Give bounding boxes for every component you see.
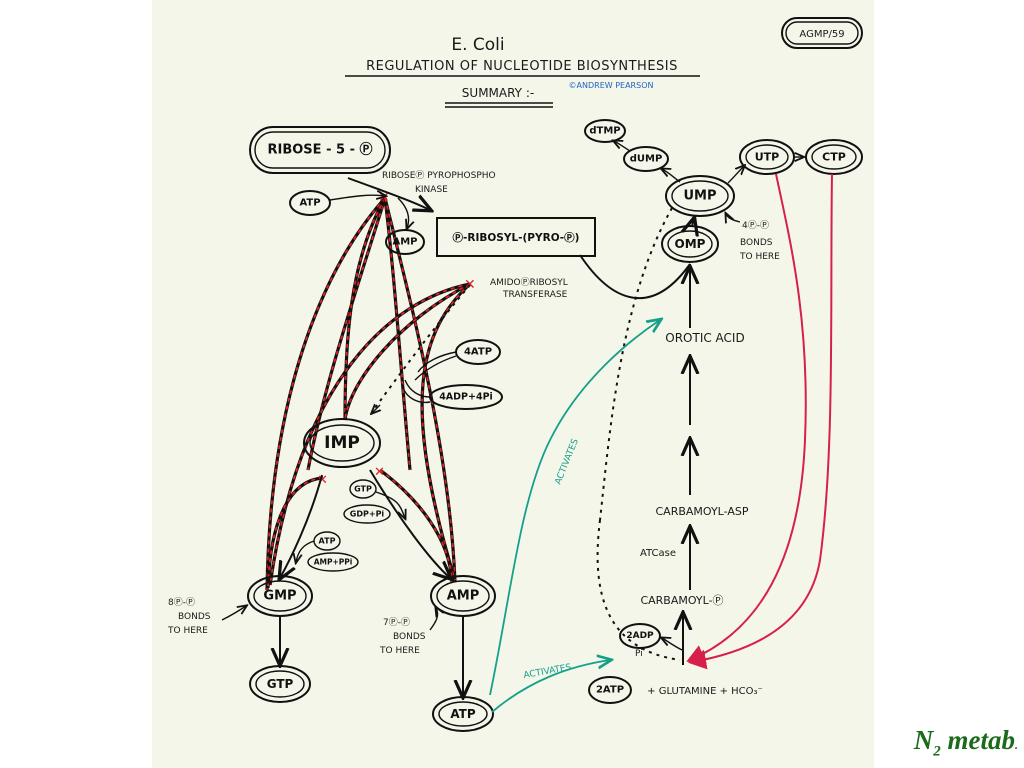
substrates-label: + GLUTAMINE + HCO₃⁻ bbox=[647, 686, 763, 697]
adp4-label: 4ADP+4Pi bbox=[439, 392, 493, 403]
atcase-label: ATCase bbox=[640, 548, 676, 559]
gmp-label: GMP bbox=[263, 589, 296, 604]
amp-label: AMP bbox=[447, 589, 480, 604]
caption-sub: 2 bbox=[933, 743, 941, 759]
page-subtitle: SUMMARY :- bbox=[462, 86, 534, 100]
omp-bonds-line1: 4Ⓟ-Ⓟ bbox=[742, 220, 769, 231]
dump-node bbox=[623, 146, 669, 172]
gmp-node bbox=[247, 575, 313, 617]
ref-code-box bbox=[781, 17, 863, 49]
prpp-node bbox=[436, 217, 596, 257]
omp-bonds-line3: TO HERE bbox=[739, 252, 780, 262]
gtp-small-label: GTP bbox=[354, 485, 372, 494]
atp-top-label: ATP bbox=[299, 198, 320, 209]
enzyme1-label-line2: KINASE bbox=[415, 185, 448, 195]
imp-node bbox=[303, 418, 381, 468]
dump-label: dUMP bbox=[630, 154, 663, 165]
svg-text:✕: ✕ bbox=[374, 465, 385, 480]
svg-text:✕: ✕ bbox=[317, 473, 328, 488]
atp-label: ATP bbox=[450, 707, 476, 721]
page-title: REGULATION OF NUCLEOTIDE BIOSYNTHESIS bbox=[366, 59, 678, 74]
atp2-label: 2ATP bbox=[596, 685, 624, 696]
carbamoyl-p-label: CARBAMOYL-Ⓟ bbox=[640, 594, 723, 607]
pyrimidine-pathway: dTMP dUMP UMP UTP CTP OMP 4Ⓟ-Ⓟ BONDS TO … bbox=[579, 119, 863, 704]
purine-pathway: RIBOSE - 5 - Ⓟ ATP AMP RIBOSEⓅ PYROPHOSP… bbox=[167, 126, 596, 732]
enzyme1-label-line1: RIBOSEⓅ PYROPHOSPHO bbox=[382, 170, 496, 181]
orotic-label: OROTIC ACID bbox=[665, 331, 744, 345]
organism-label: E. Coli bbox=[451, 35, 504, 55]
gtp-label: GTP bbox=[267, 677, 294, 691]
amp-top-node bbox=[385, 229, 425, 255]
caption-main: N bbox=[913, 724, 934, 755]
amp-small-label: AMP+PPi bbox=[314, 558, 353, 567]
ref-code-label: AGMP/59 bbox=[799, 29, 844, 40]
carbamoyl-asp-label: CARBAMOYL-ASP bbox=[656, 505, 749, 518]
feedback-inhibition-lines: ✕ ✕ ✕ ✕ bbox=[265, 190, 476, 591]
ump-node bbox=[665, 175, 735, 217]
atp-small-label: ATP bbox=[319, 537, 336, 546]
enzyme2-label-line2: TRANSFERASE bbox=[502, 290, 568, 300]
dtmp-label: dTMP bbox=[589, 126, 620, 137]
omp-label: OMP bbox=[675, 237, 706, 251]
ctp-label: CTP bbox=[822, 151, 846, 164]
atp4-label: 4ATP bbox=[464, 347, 492, 358]
ribose5p-label: RIBOSE - 5 - Ⓟ bbox=[268, 142, 373, 158]
gmp-bonds-line1: 8Ⓟ-Ⓟ bbox=[168, 597, 195, 608]
ribose5p-node bbox=[249, 126, 391, 174]
omp-bonds-line2: BONDS bbox=[740, 238, 773, 248]
header: E. Coli REGULATION OF NUCLEOTIDE BIOSYNT… bbox=[345, 17, 863, 108]
utp-label: UTP bbox=[755, 151, 780, 164]
amp-node bbox=[430, 575, 496, 617]
atp2-node bbox=[588, 676, 632, 704]
gmp-bonds-line3: TO HERE bbox=[167, 626, 208, 636]
ump-label: UMP bbox=[683, 189, 716, 204]
ctp-node bbox=[805, 139, 863, 175]
amp-bonds-line2: BONDS bbox=[393, 632, 426, 642]
adp2-node bbox=[619, 623, 661, 649]
amp-bonds-line1: 7Ⓟ-Ⓟ bbox=[383, 617, 410, 628]
enzyme2-label-line1: AMIDOⓅRIBOSYL bbox=[490, 277, 568, 288]
caption-rest: metab bbox=[940, 724, 1016, 755]
prpp-label: Ⓟ-RIBOSYL-(PYRO-Ⓟ) bbox=[453, 231, 580, 244]
gmp-bonds-line2: BONDS bbox=[178, 612, 211, 622]
activates-label-1: ACTIVATES bbox=[554, 437, 581, 486]
credit-label: ©ANDREW PEARSON bbox=[569, 81, 654, 90]
amp-small-node bbox=[307, 552, 359, 572]
pi-label: Pi bbox=[635, 649, 643, 659]
atp-node bbox=[432, 696, 494, 732]
caption-dot: . bbox=[1015, 737, 1018, 752]
gtp-node bbox=[249, 665, 311, 703]
utp-node bbox=[739, 139, 795, 175]
gtp-small-node bbox=[349, 479, 377, 499]
imp-label: IMP bbox=[324, 433, 360, 453]
amp-bonds-line3: TO HERE bbox=[379, 646, 420, 656]
dtmp-node bbox=[584, 119, 626, 143]
amp-top-label: AMP bbox=[392, 237, 417, 248]
gdp-small-node bbox=[343, 504, 391, 524]
atp-top-node bbox=[289, 190, 331, 216]
adp2-label: 2ADP bbox=[626, 631, 654, 641]
slide-caption: N2 metab. bbox=[914, 725, 1018, 760]
gdp-small-label: GDP+Pi bbox=[350, 510, 385, 519]
